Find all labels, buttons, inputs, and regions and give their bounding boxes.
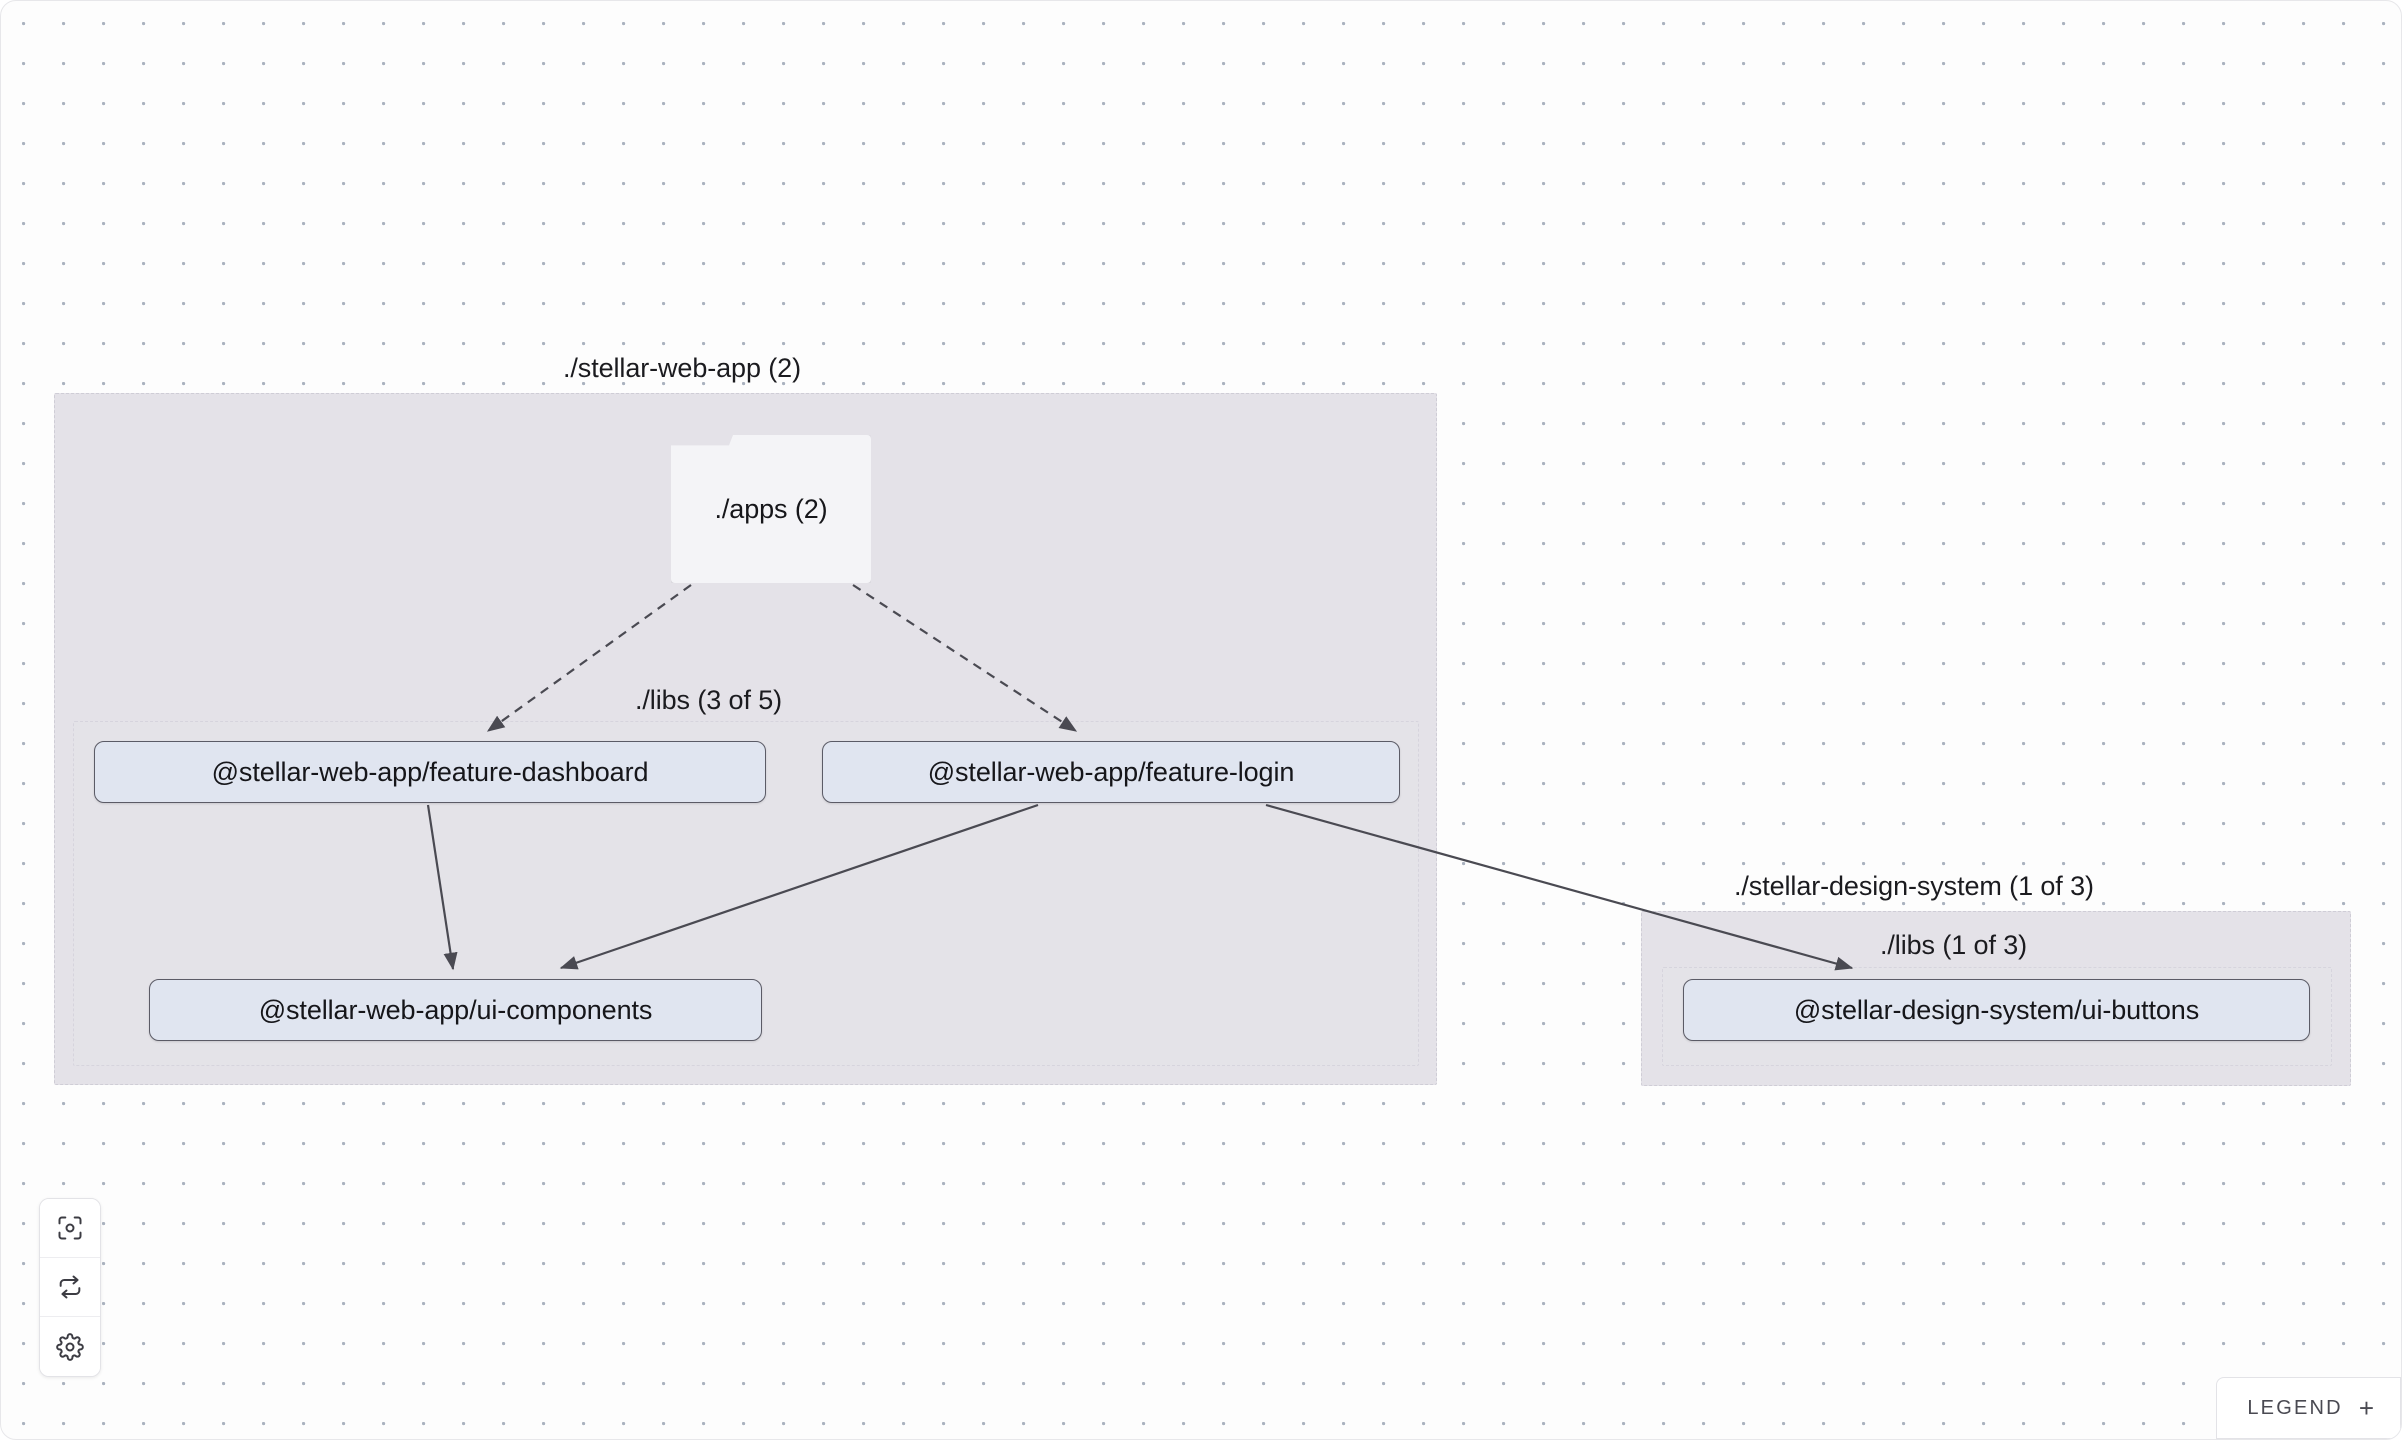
plus-icon: + <box>2358 1393 2374 1423</box>
project-node-label: @stellar-web-app/ui-components <box>258 994 653 1025</box>
project-node-label: @stellar-web-app/feature-dashboard <box>211 756 649 787</box>
gear-icon-button[interactable] <box>40 1317 100 1376</box>
folder-node-apps[interactable]: ./apps (2) <box>671 435 871 583</box>
focus-target-icon <box>58 1216 82 1240</box>
legend-label: LEGEND <box>2247 1396 2343 1419</box>
project-node-feature-dashboard[interactable]: @stellar-web-app/feature-dashboard <box>94 741 766 803</box>
project-node-label: @stellar-design-system/ui-buttons <box>1793 994 2200 1025</box>
group-stellar-design-system-libs[interactable] <box>1662 967 2332 1066</box>
group-label-stellar-design-system: ./stellar-design-system (1 of 3) <box>1734 871 2094 901</box>
legend-toggle[interactable]: LEGEND + <box>2216 1377 2401 1439</box>
group-label-stellar-design-system-libs: ./libs (1 of 3) <box>1880 930 2028 960</box>
project-node-label: @stellar-web-app/feature-login <box>927 756 1295 787</box>
group-label-stellar-web-app: ./stellar-web-app (2) <box>563 353 801 383</box>
gear-icon <box>56 1332 84 1361</box>
canvas-toolbar[interactable] <box>39 1198 101 1377</box>
project-node-ui-buttons[interactable]: @stellar-design-system/ui-buttons <box>1683 979 2310 1041</box>
refresh-icon-button[interactable] <box>40 1258 100 1317</box>
project-node-ui-components[interactable]: @stellar-web-app/ui-components <box>149 979 762 1041</box>
project-node-feature-login[interactable]: @stellar-web-app/feature-login <box>822 741 1400 803</box>
refresh-icon <box>59 1275 81 1299</box>
group-label-stellar-web-app-libs: ./libs (3 of 5) <box>635 685 783 715</box>
folder-icon <box>671 435 871 583</box>
folder-node-label: ./apps (2) <box>714 493 828 524</box>
focus-target-icon-button[interactable] <box>40 1199 100 1258</box>
